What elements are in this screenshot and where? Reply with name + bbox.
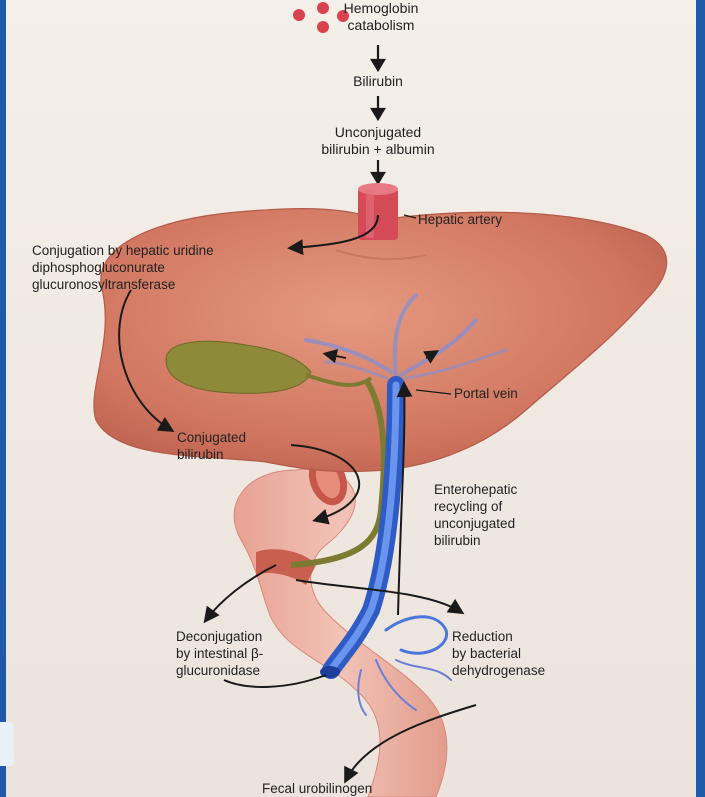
label-bilirubin: Bilirubin: [336, 73, 420, 90]
label-hemoglobin-catabolism: Hemoglobin catabolism: [336, 0, 426, 34]
flow-arrows-top: [372, 45, 384, 183]
label-portal-vein: Portal vein: [454, 385, 518, 402]
left-edge-tab: [0, 722, 14, 766]
label-deconjugation: Deconjugation by intestinal β- glucuroni…: [176, 628, 263, 679]
label-enterohepatic-recycling: Enterohepatic recycling of unconjugated …: [434, 481, 517, 549]
physiology-illustration: [6, 0, 696, 797]
label-reduction: Reduction by bacterial dehydrogenase: [452, 628, 545, 679]
hepatic-artery-shape: [358, 183, 398, 240]
label-conjugated-bilirubin: Conjugated bilirubin: [177, 429, 246, 463]
label-conjugation: Conjugation by hepatic uridine diphospho…: [32, 242, 214, 293]
label-unconjugated-bilirubin: Unconjugated bilirubin + albumin: [298, 124, 458, 158]
label-fecal-urobilinogen: Fecal urobilinogen: [262, 780, 372, 797]
label-hepatic-artery: Hepatic artery: [418, 211, 502, 228]
intestine-shape: [234, 449, 447, 797]
diagram-paper: Hemoglobin catabolism Bilirubin Unconjug…: [6, 0, 696, 797]
